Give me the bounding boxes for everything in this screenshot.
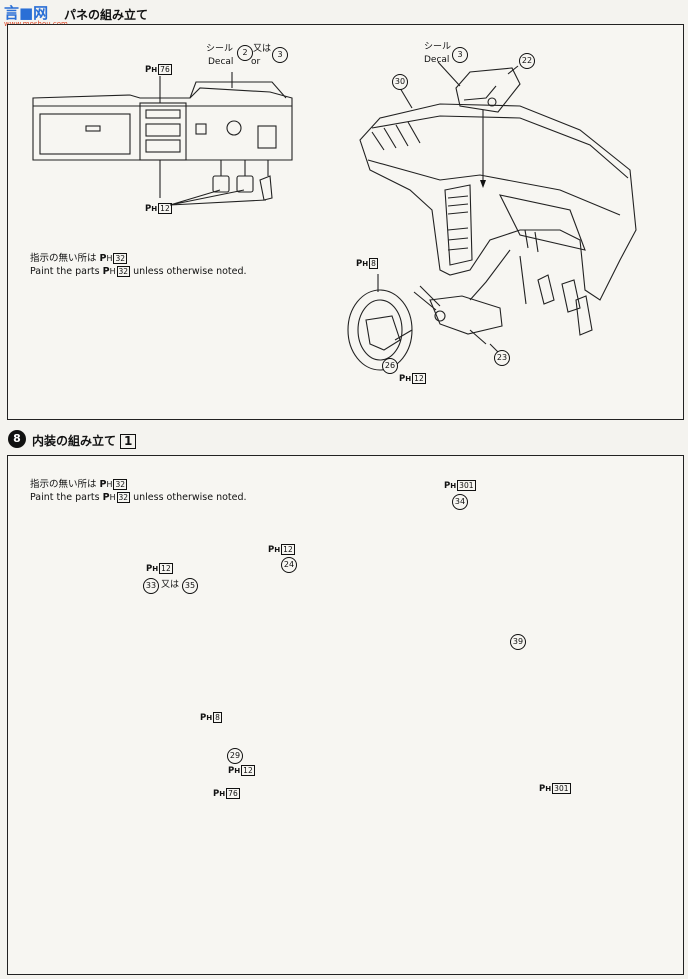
part-number-30: 30 xyxy=(392,74,408,90)
part-number-26: 26 xyxy=(382,358,398,374)
step7-panel xyxy=(7,24,684,420)
decal-label-en: Decal xyxy=(208,57,234,67)
decal-label-en-2: Decal xyxy=(424,55,450,65)
dashboard-front-view xyxy=(32,81,293,201)
part-number-22: 22 xyxy=(519,53,535,69)
step-number-badge: 8 xyxy=(8,430,26,448)
or-label-ja: 又は xyxy=(253,44,272,54)
step7-title: パネの組み立て xyxy=(64,8,149,22)
decal-label-ja-2: シール xyxy=(424,42,452,52)
part-number-39: 39 xyxy=(510,634,526,650)
decal-number-3: 3 xyxy=(272,47,288,63)
or-label-en: or xyxy=(251,57,261,67)
part-number-29: 29 xyxy=(227,748,243,764)
part-number-23: 23 xyxy=(494,350,510,366)
part-number-33: 33 xyxy=(143,578,159,594)
step8-panel xyxy=(7,455,684,975)
decal-number-2: 2 xyxy=(237,45,253,61)
part-number-35: 35 xyxy=(182,578,198,594)
part-number-24: 24 xyxy=(281,557,297,573)
or-label-seat: 又は xyxy=(161,580,180,590)
decal-number-3b: 3 xyxy=(452,47,468,63)
dashboard-perspective-view xyxy=(347,67,637,371)
part-number-34: 34 xyxy=(452,494,468,510)
decal-label-ja: シール xyxy=(206,44,234,54)
watermark-logo: 言■网 xyxy=(4,4,49,22)
